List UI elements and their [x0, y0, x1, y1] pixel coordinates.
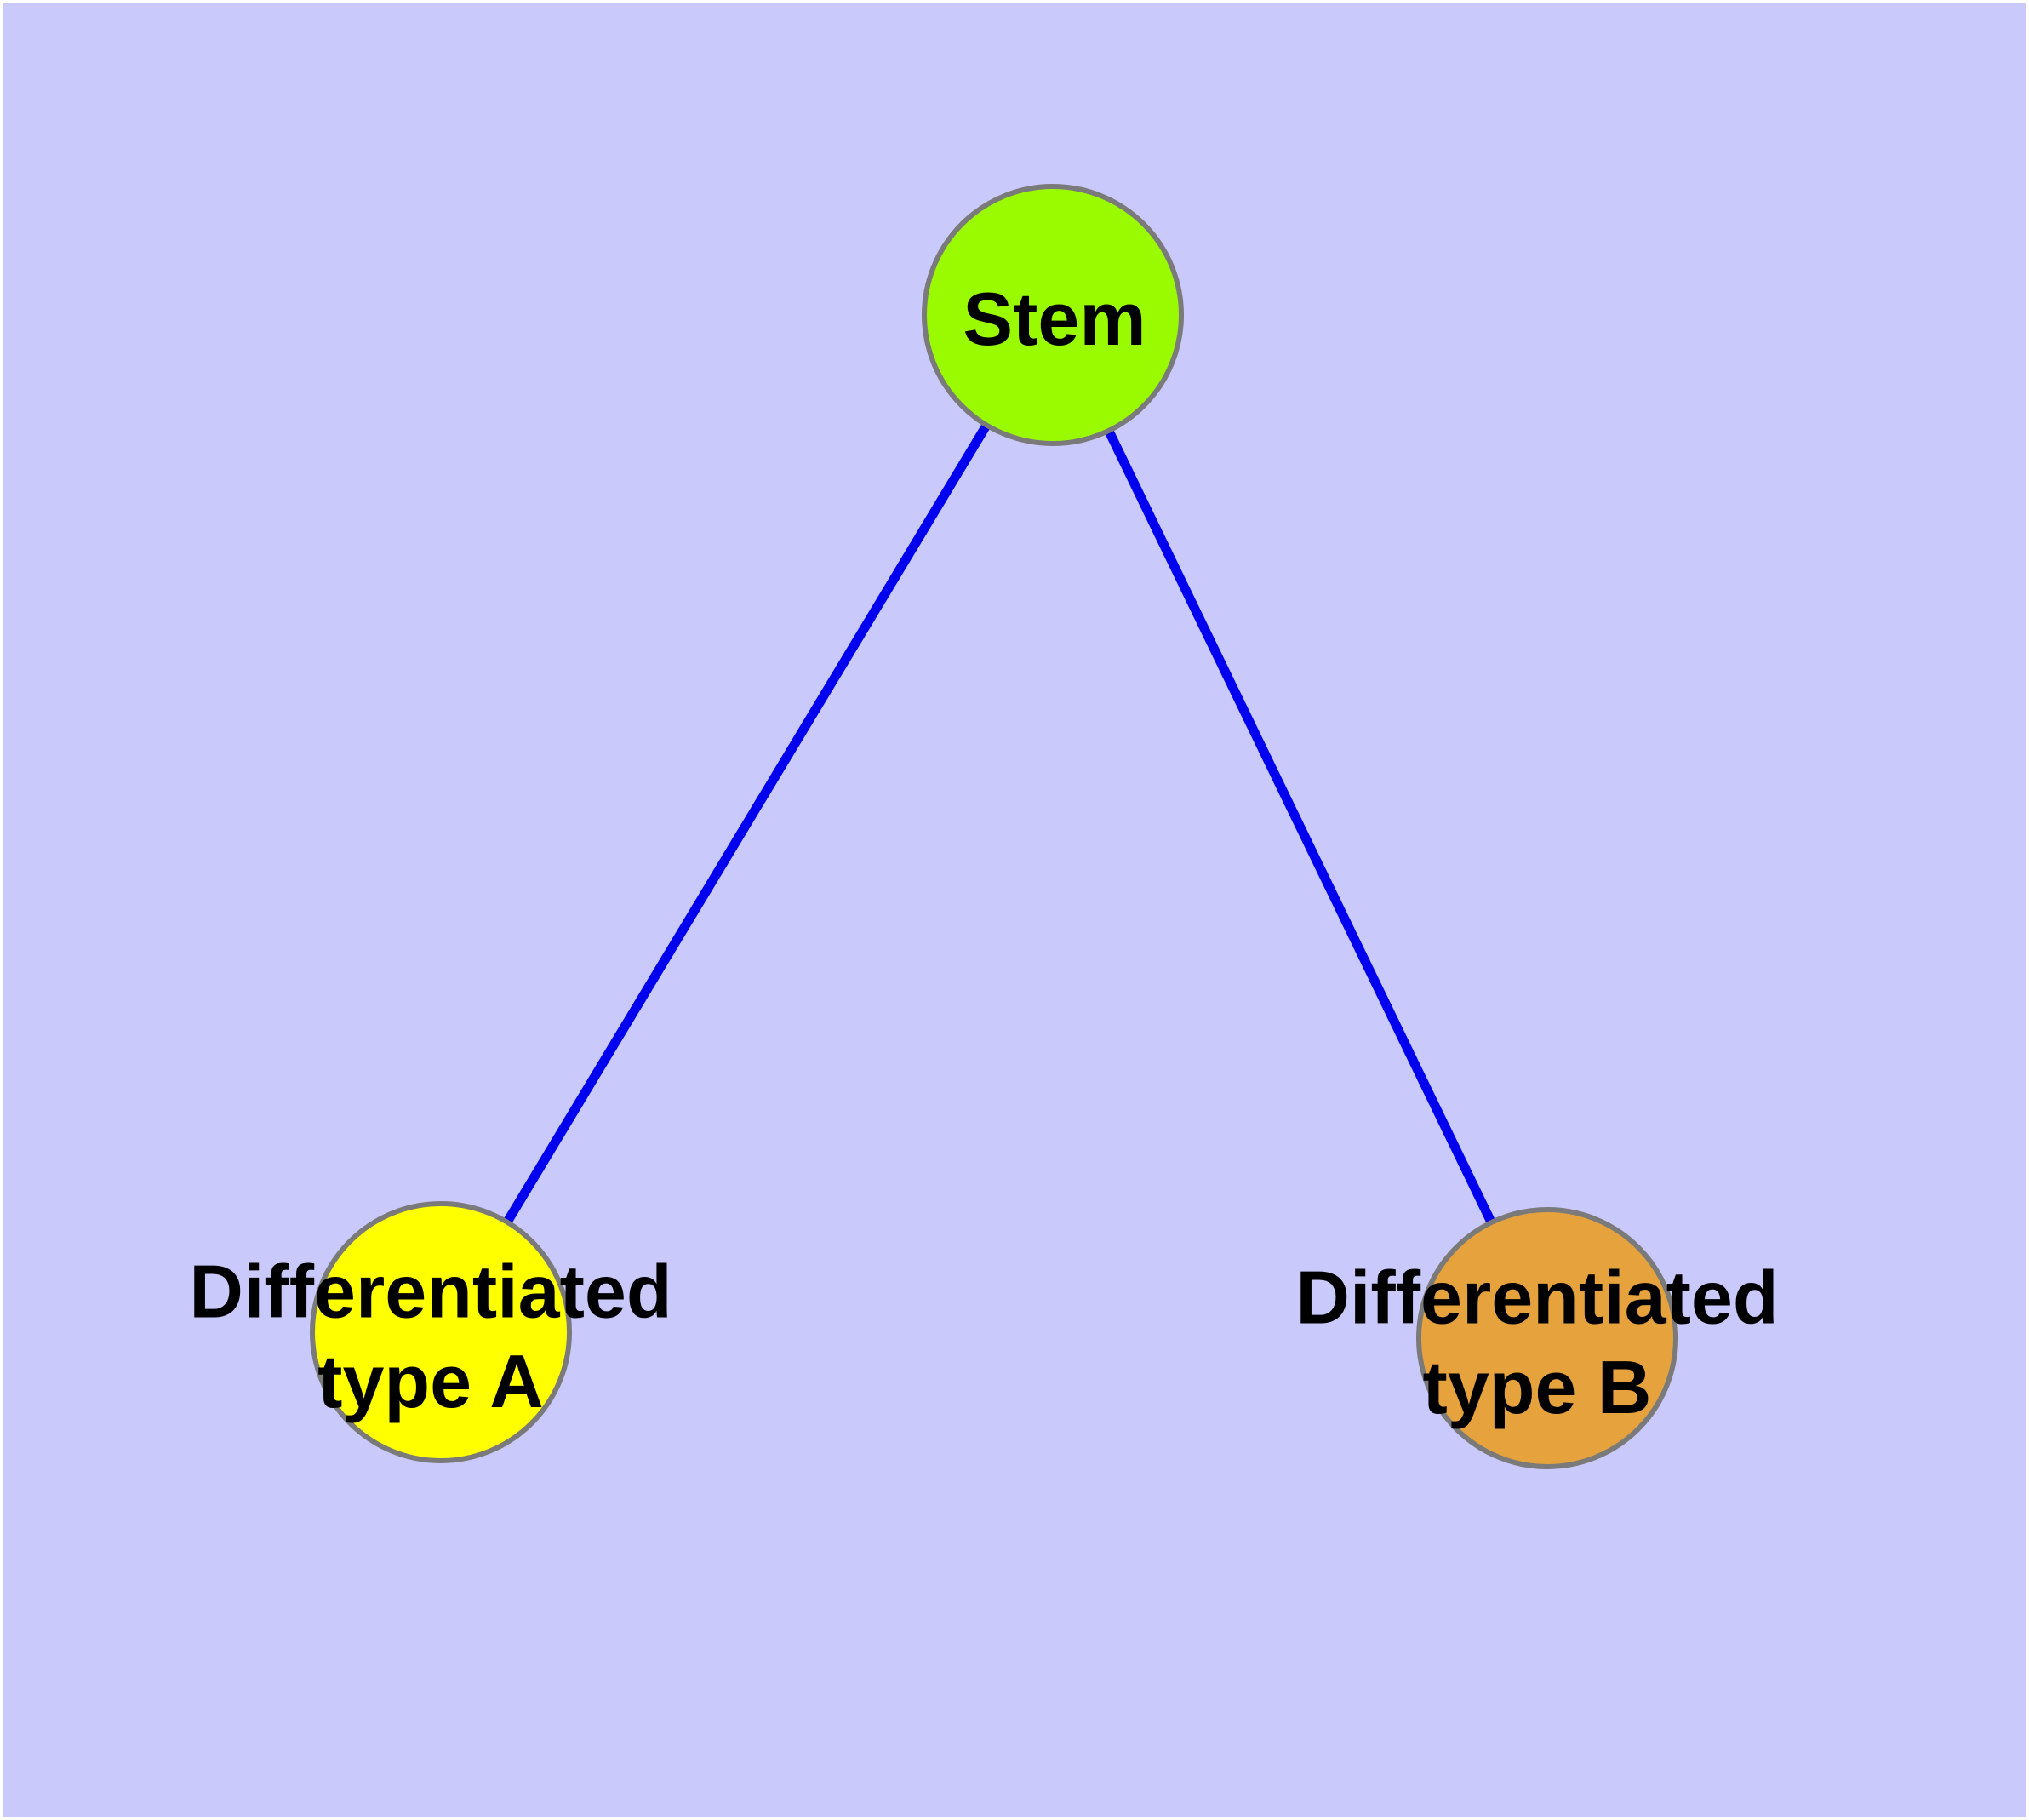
node-stem-circle — [922, 184, 1184, 446]
node-differentiated-type-a-label-line-2: type A — [317, 1339, 544, 1423]
edges-layer — [437, 312, 1552, 1341]
edge-stem-to-differentiated-type-b — [1049, 312, 1552, 1341]
node-differentiated-type-b-circle — [1416, 1207, 1678, 1469]
node-differentiated-type-b-label-line-2: type B — [1423, 1345, 1652, 1429]
node-differentiated-type-a-circle — [310, 1201, 572, 1463]
node-differentiated-type-b-label-line-1: Differentiated — [1295, 1255, 1778, 1339]
nodes-layer — [310, 184, 1678, 1469]
node-stem-label-line-1: Stem — [963, 277, 1146, 361]
edge-stem-to-differentiated-type-a — [437, 312, 1057, 1335]
node-stem-label: Stem — [963, 277, 1146, 361]
node-differentiated-type-a-label-line-1: Differentiated — [189, 1249, 672, 1333]
